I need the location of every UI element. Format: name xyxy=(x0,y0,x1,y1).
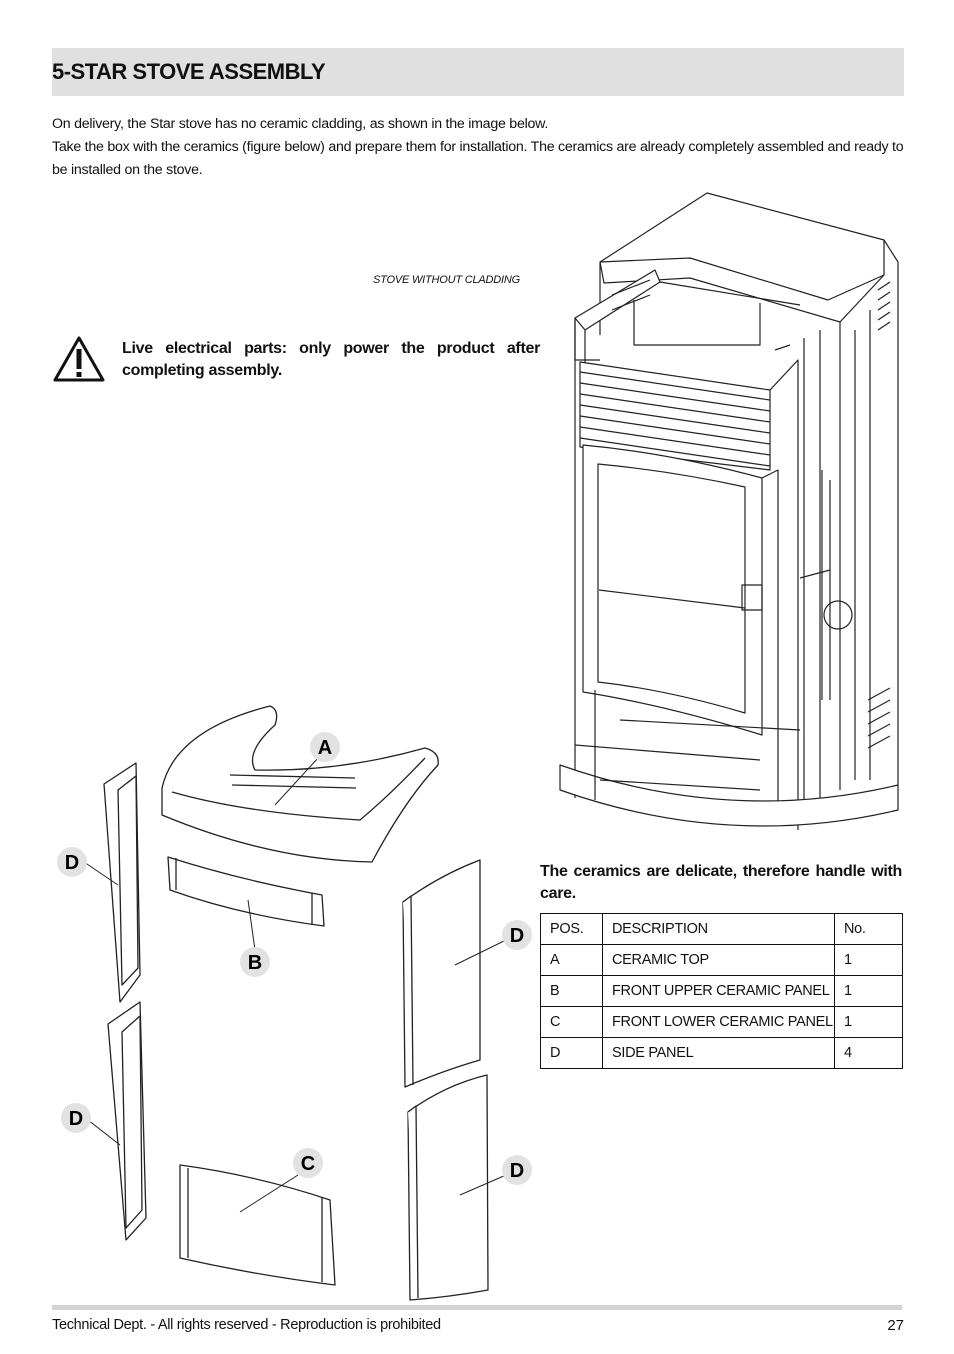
label-d-left-lower: D xyxy=(69,1108,83,1130)
table-header-row: POS. DESCRIPTION No. xyxy=(540,913,903,945)
label-c: C xyxy=(301,1153,315,1175)
intro-line-1: On delivery, the Star stove has no ceram… xyxy=(52,116,549,132)
stove-caption: STOVE WITHOUT CLADDING xyxy=(373,274,520,286)
header-no: No. xyxy=(834,913,903,945)
front-upper-panel-shape xyxy=(167,856,325,927)
cell-pos: A xyxy=(540,944,603,976)
table-row: D SIDE PANEL 4 xyxy=(540,1037,903,1069)
cell-no: 1 xyxy=(834,944,903,976)
cell-description: SIDE PANEL xyxy=(602,1037,835,1069)
footer-text: Technical Dept. - All rights reserved - … xyxy=(52,1317,441,1333)
ceramic-top-shape xyxy=(161,705,439,863)
side-panel-right-upper xyxy=(402,859,481,1088)
label-b: B xyxy=(248,952,262,974)
header-description: DESCRIPTION xyxy=(602,913,835,945)
intro-text: On delivery, the Star stove has no ceram… xyxy=(52,113,908,182)
table-row: A CERAMIC TOP 1 xyxy=(540,944,903,976)
front-lower-panel-shape xyxy=(179,1164,336,1286)
warning-triangle-icon xyxy=(53,336,105,382)
page-number: 27 xyxy=(887,1317,904,1334)
cell-description: FRONT LOWER CERAMIC PANEL xyxy=(602,1006,835,1038)
footer-rule xyxy=(52,1305,902,1310)
table-row: B FRONT UPPER CERAMIC PANEL 1 xyxy=(540,975,903,1007)
title-bar: 5-STAR STOVE ASSEMBLY xyxy=(52,48,904,96)
cell-no: 1 xyxy=(834,1006,903,1038)
label-d-right-upper: D xyxy=(510,925,524,947)
warning-text: Live electrical parts: only power the pr… xyxy=(122,340,540,379)
cell-no: 4 xyxy=(834,1037,903,1069)
label-a: A xyxy=(318,737,332,759)
table-row: C FRONT LOWER CERAMIC PANEL 1 xyxy=(540,1006,903,1038)
cell-description: FRONT UPPER CERAMIC PANEL xyxy=(602,975,835,1007)
cell-pos: B xyxy=(540,975,603,1007)
cell-pos: C xyxy=(540,1006,603,1038)
intro-line-2: Take the box with the ceramics (figure b… xyxy=(52,139,904,178)
header-pos: POS. xyxy=(540,913,603,945)
cell-no: 1 xyxy=(834,975,903,1007)
cell-pos: D xyxy=(540,1037,603,1069)
handle-note: The ceramics are delicate, therefore han… xyxy=(540,863,902,902)
page-title: 5-STAR STOVE ASSEMBLY xyxy=(52,59,326,84)
cell-description: CERAMIC TOP xyxy=(602,944,835,976)
label-d-left-upper: D xyxy=(65,852,79,874)
parts-table: POS. DESCRIPTION No. A CERAMIC TOP 1 B F… xyxy=(540,913,903,1069)
label-d-right-lower: D xyxy=(510,1160,524,1182)
